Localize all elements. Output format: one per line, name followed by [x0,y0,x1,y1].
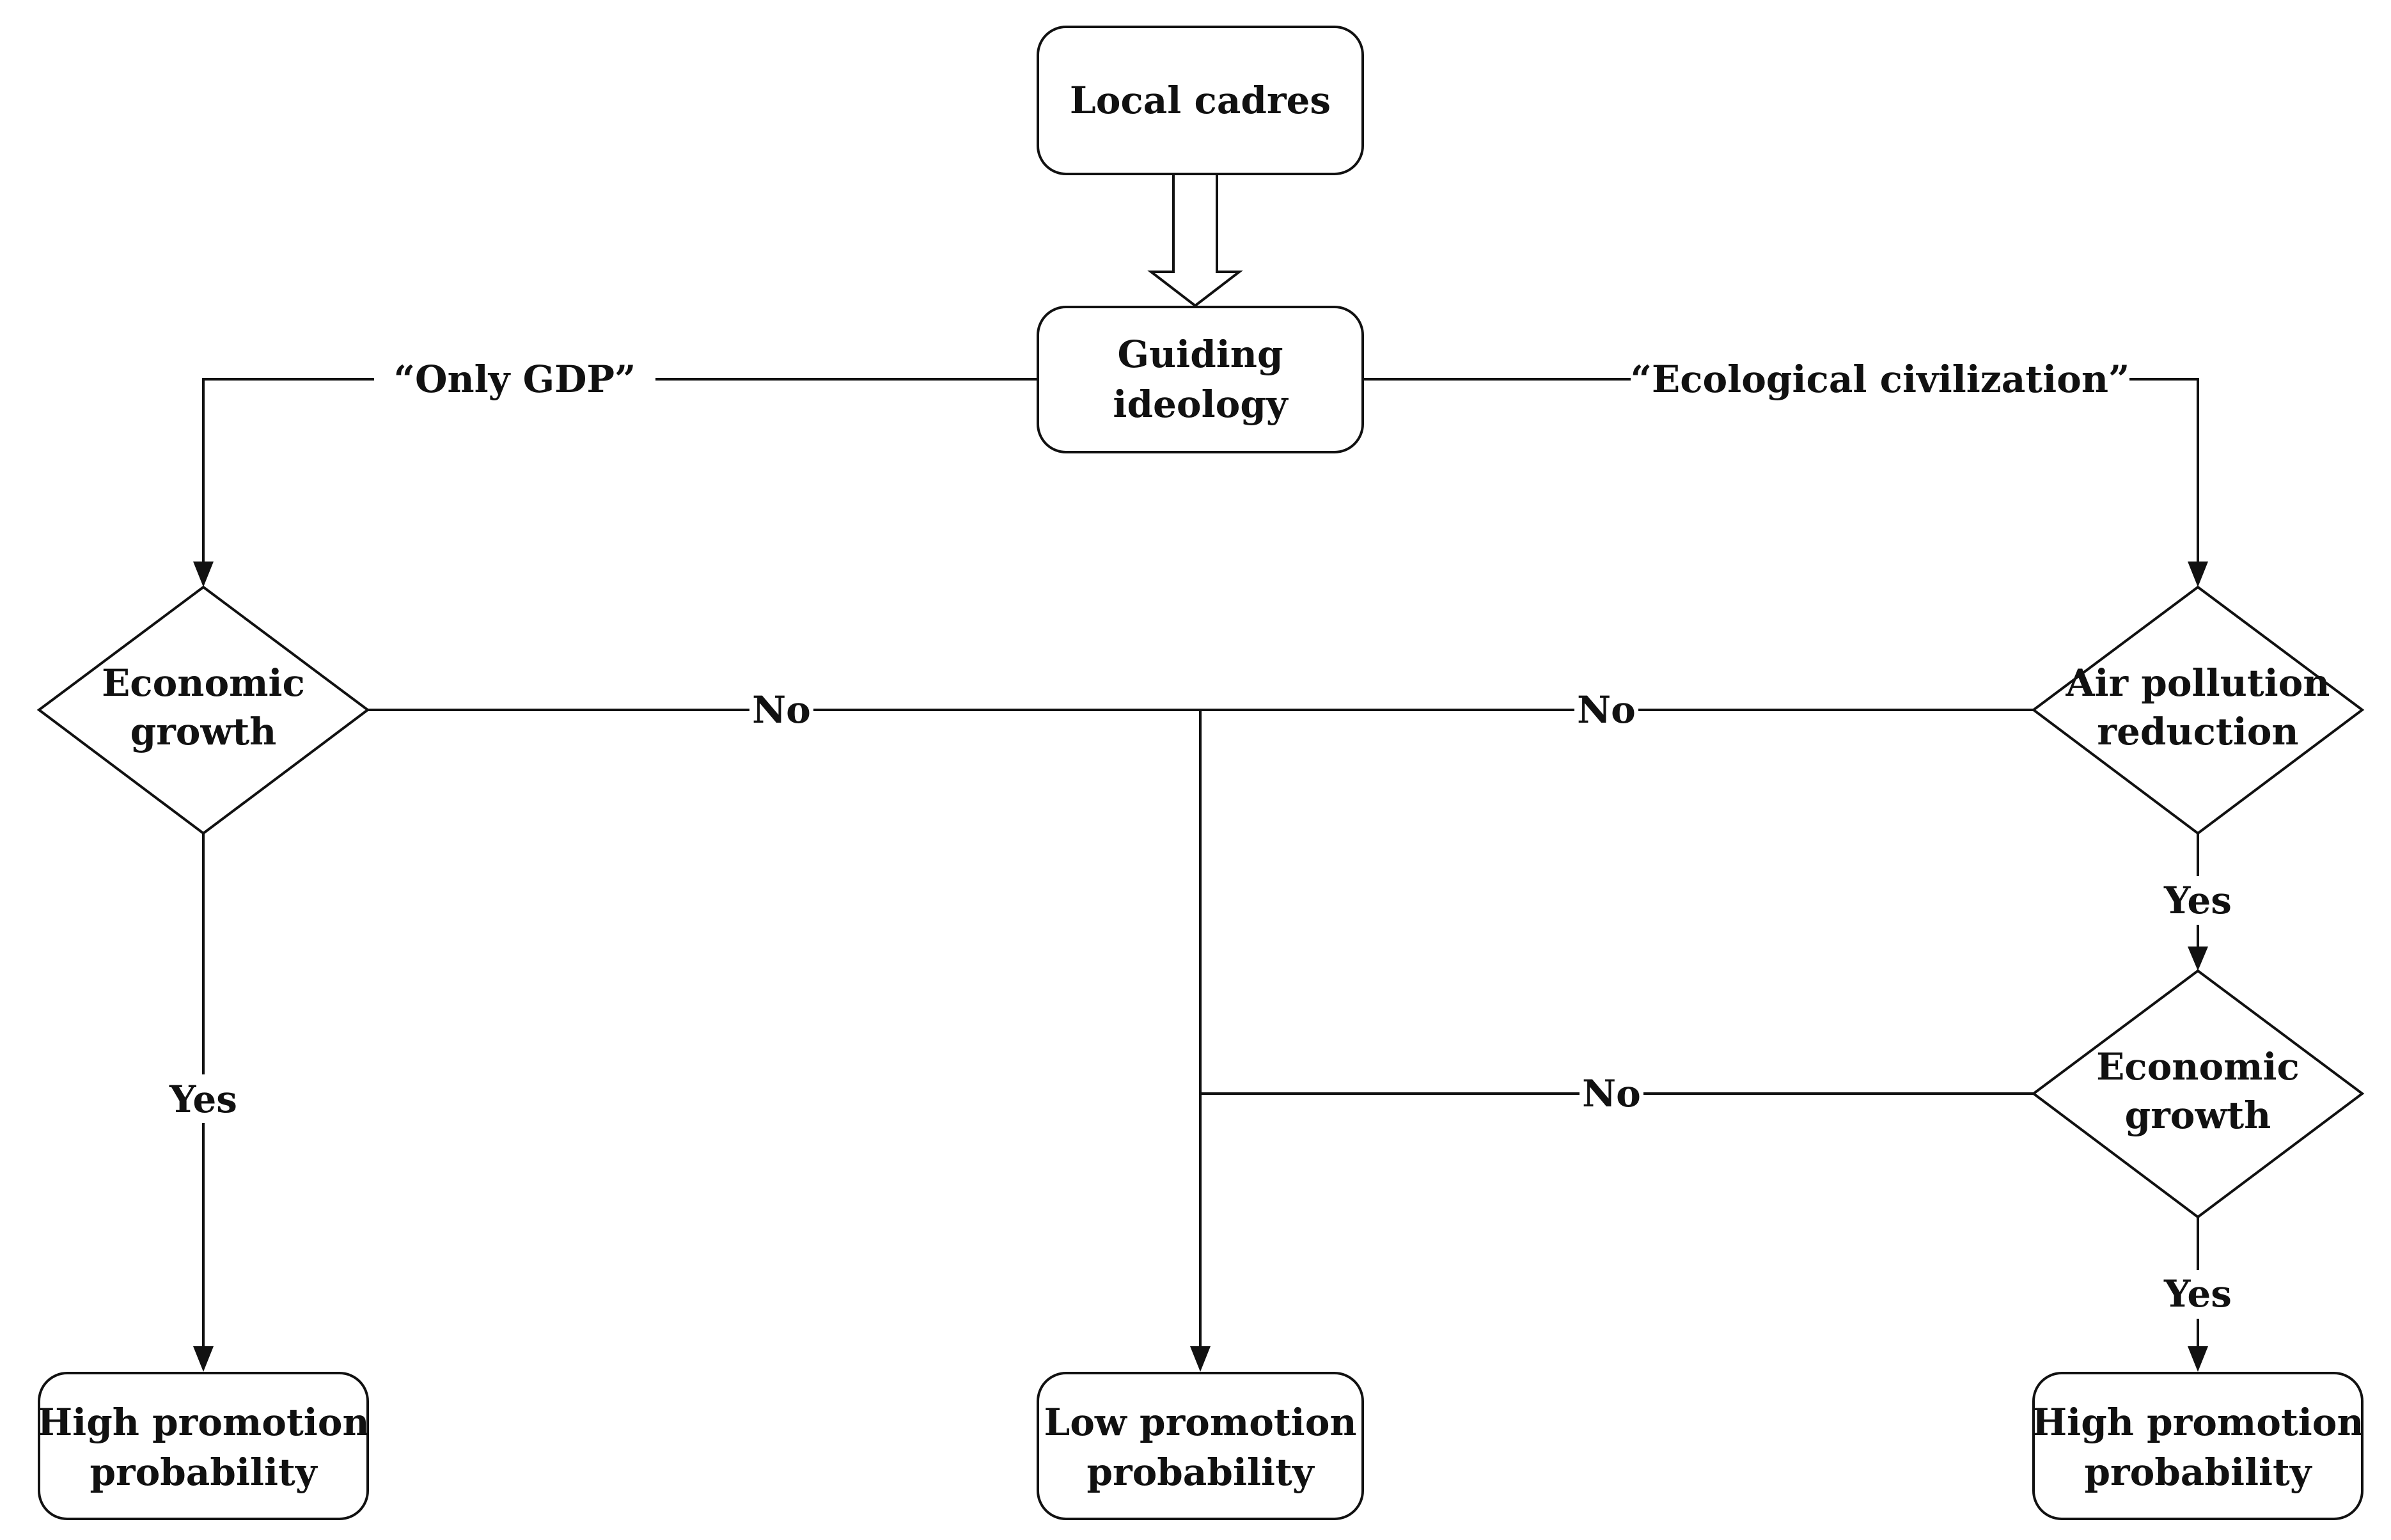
decision-economic-growth-right-label-line2: growth [2125,1094,2271,1137]
decision-air-pollution-reduction-label-line1: Air pollution [2066,661,2330,705]
decision-air-pollution-reduction: Air pollution reduction [2031,585,2365,835]
node-high-promotion-right-label-line2: probability [2084,1450,2312,1494]
node-local-cadres-label: Local cadres [1070,79,1331,122]
edge-label-yes-right-bottom: Yes [2158,1270,2238,1319]
node-high-promotion-left-label-line2: probability [90,1450,318,1494]
node-high-promotion-left: High promotion probability [37,1372,370,1520]
edge-label-ecological-civilization-text: “Ecological civilization” [1631,358,2130,401]
edge-label-yes-right-top: Yes [2158,876,2238,925]
edge-label-no-right-middle-text: No [1582,1072,1641,1115]
node-low-promotion-label-line2: probability [1086,1450,1315,1494]
edge-only-gdp [193,378,1038,587]
edge-label-only-gdp-text: “Only GDP” [394,358,636,401]
edge-ecological-civilization [1359,378,2208,587]
edge-label-yes-right-bottom-text: Yes [2163,1272,2232,1316]
edge-label-no-left-text: No [752,688,811,732]
decision-economic-growth-right: Economic growth [2031,969,2365,1219]
node-high-promotion-left-label-line1: High promotion [37,1401,369,1444]
node-low-promotion-label-line1: Low promotion [1044,1401,1356,1444]
decision-economic-growth-left: Economic growth [36,585,370,835]
hollow-arrow-cadres-to-ideology [1147,173,1243,308]
decision-economic-growth-right-label-line1: Economic [2096,1045,2300,1088]
node-high-promotion-right: High promotion probability [2032,1372,2364,1520]
edge-label-yes-left: Yes [163,1074,244,1123]
node-low-promotion: Low promotion probability [1037,1372,1364,1520]
node-guiding-ideology-label-line2: ideology [1113,382,1289,426]
edge-label-yes-left-text: Yes [169,1078,237,1121]
decision-economic-growth-left-label-line1: Economic [102,661,305,705]
node-guiding-ideology-label-line1: Guiding [1117,333,1283,376]
edge-label-no-right-top-text: No [1577,688,1636,732]
node-guiding-ideology: Guiding ideology [1037,306,1364,453]
node-local-cadres: Local cadres [1037,26,1364,175]
decision-air-pollution-reduction-label-line2: reduction [2097,710,2298,753]
edge-label-ecological-civilization: “Ecological civilization” [1631,350,2130,408]
edge-label-no-right-middle: No [1580,1071,1643,1116]
edge-label-no-right-top: No [1574,688,1638,732]
edge-label-yes-right-top-text: Yes [2163,879,2232,922]
decision-economic-growth-left-label-line2: growth [130,710,277,753]
edge-trunk-to-low-promotion [1190,710,1211,1372]
edge-label-no-left: No [749,688,813,732]
node-high-promotion-right-label-line1: High promotion [2032,1401,2364,1444]
edge-label-only-gdp: “Only GDP” [374,350,655,408]
